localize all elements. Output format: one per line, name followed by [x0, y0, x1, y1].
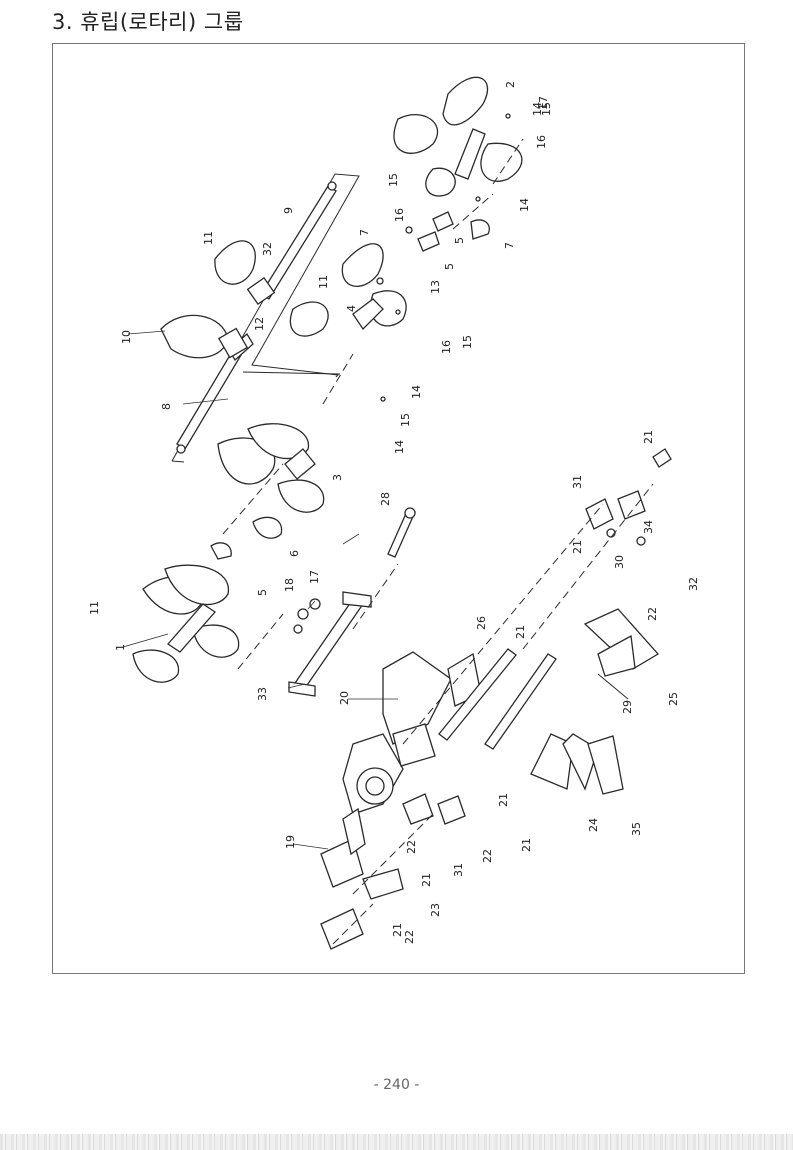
callout-15a: 15 — [387, 173, 400, 187]
callout-34: 34 — [642, 520, 655, 534]
callout-21b: 21 — [571, 540, 584, 554]
callout-17a: 17 — [537, 96, 550, 110]
bracket-33 — [288, 591, 372, 697]
callout-9: 9 — [282, 207, 295, 214]
bracket-31-upper — [585, 490, 646, 546]
callout-21g: 21 — [391, 923, 404, 937]
callout-numbers: 1 2 3 4 5 5 5 6 7 7 8 9 10 11 11 11 12 1… — [88, 81, 700, 944]
callout-25: 25 — [667, 692, 680, 706]
callout-4: 4 — [345, 305, 358, 312]
callout-23: 23 — [429, 903, 442, 917]
callout-16b: 16 — [440, 340, 453, 354]
callout-32a: 32 — [687, 577, 700, 591]
callout-14c: 14 — [393, 440, 406, 454]
blade-disc-1 — [132, 564, 240, 683]
bracket-19 — [320, 807, 366, 888]
blade-disc-3 — [217, 423, 325, 513]
callout-21e: 21 — [520, 838, 533, 852]
bracket-25 — [583, 608, 660, 677]
callout-20: 20 — [338, 691, 351, 705]
callout-16c: 16 — [535, 135, 548, 149]
callout-21f: 21 — [420, 873, 433, 887]
callout-29: 29 — [621, 700, 634, 714]
callout-33: 33 — [256, 687, 269, 701]
page-heading: 3. 휴립(로타리) 그룹 — [52, 10, 244, 34]
callout-35: 35 — [630, 822, 643, 836]
plate-35 — [587, 735, 624, 795]
callout-28: 28 — [379, 492, 392, 506]
callout-30: 30 — [613, 555, 626, 569]
callout-7b: 7 — [503, 242, 516, 249]
callout-31a: 31 — [571, 475, 584, 489]
blade-disc-4 — [289, 243, 407, 337]
callout-22b: 22 — [481, 849, 494, 863]
callout-1: 1 — [114, 644, 127, 651]
callout-2: 2 — [504, 81, 517, 88]
rod-26 — [438, 648, 517, 741]
callout-21a: 21 — [642, 430, 655, 444]
callout-19: 19 — [284, 835, 297, 849]
callout-24: 24 — [587, 818, 600, 832]
blade-disc-2 — [393, 76, 523, 197]
callout-22c: 22 — [403, 930, 416, 944]
callout-15b: 15 — [461, 335, 474, 349]
callout-16a: 16 — [393, 208, 406, 222]
callout-17b: 17 — [308, 570, 321, 584]
frame-edge — [171, 371, 341, 463]
callout-12: 12 — [253, 317, 266, 331]
callout-13: 13 — [429, 280, 442, 294]
callout-5a: 5 — [453, 237, 466, 244]
callout-11c: 11 — [88, 601, 101, 615]
bolt-28 — [387, 507, 416, 558]
blade-disc-10 — [160, 314, 249, 359]
assembly-lines — [222, 138, 654, 945]
callout-14a: 14 — [518, 198, 531, 212]
blade-disc-11-upper — [214, 240, 276, 306]
callout-6: 6 — [288, 550, 301, 557]
callout-21d: 21 — [497, 793, 510, 807]
rod-27 — [484, 653, 557, 750]
parts-drawing: 1 2 3 4 5 5 5 6 7 7 8 9 10 11 11 11 12 1… — [88, 76, 700, 950]
callout-22a: 22 — [405, 840, 418, 854]
bolt-21-right — [652, 448, 672, 468]
arm-29 — [597, 673, 629, 700]
callout-5b: 5 — [443, 263, 456, 270]
callout-8: 8 — [160, 403, 173, 410]
callout-14b: 14 — [410, 385, 423, 399]
callout-18: 18 — [283, 578, 296, 592]
main-frame-20 — [342, 651, 482, 815]
callout-26: 26 — [475, 616, 488, 630]
callout-3: 3 — [331, 474, 344, 481]
callout-11a: 11 — [202, 231, 215, 245]
callout-32b: 32 — [261, 242, 274, 256]
callout-11b: 11 — [317, 275, 330, 289]
exploded-parts-diagram: 1 2 3 4 5 5 5 6 7 7 8 9 10 11 11 11 12 1… — [52, 43, 745, 974]
callout-5c: 5 — [256, 589, 269, 596]
bracket-23 — [320, 868, 404, 950]
page-number: - 240 - — [373, 1077, 420, 1093]
callout-15d: 15 — [540, 102, 553, 116]
callout-22d: 22 — [646, 607, 659, 621]
callout-7a: 7 — [358, 229, 371, 236]
plate-24 — [530, 733, 599, 791]
hardware-small — [210, 113, 511, 634]
callout-15c: 15 — [399, 413, 412, 427]
callout-31b: 31 — [452, 863, 465, 877]
callout-14d: 14 — [531, 102, 544, 116]
scan-edge-artifact — [0, 1134, 793, 1150]
bracket-31-lower — [402, 793, 466, 825]
callout-10: 10 — [120, 330, 133, 344]
leader-lines — [122, 330, 398, 850]
callout-21c: 21 — [514, 625, 527, 639]
